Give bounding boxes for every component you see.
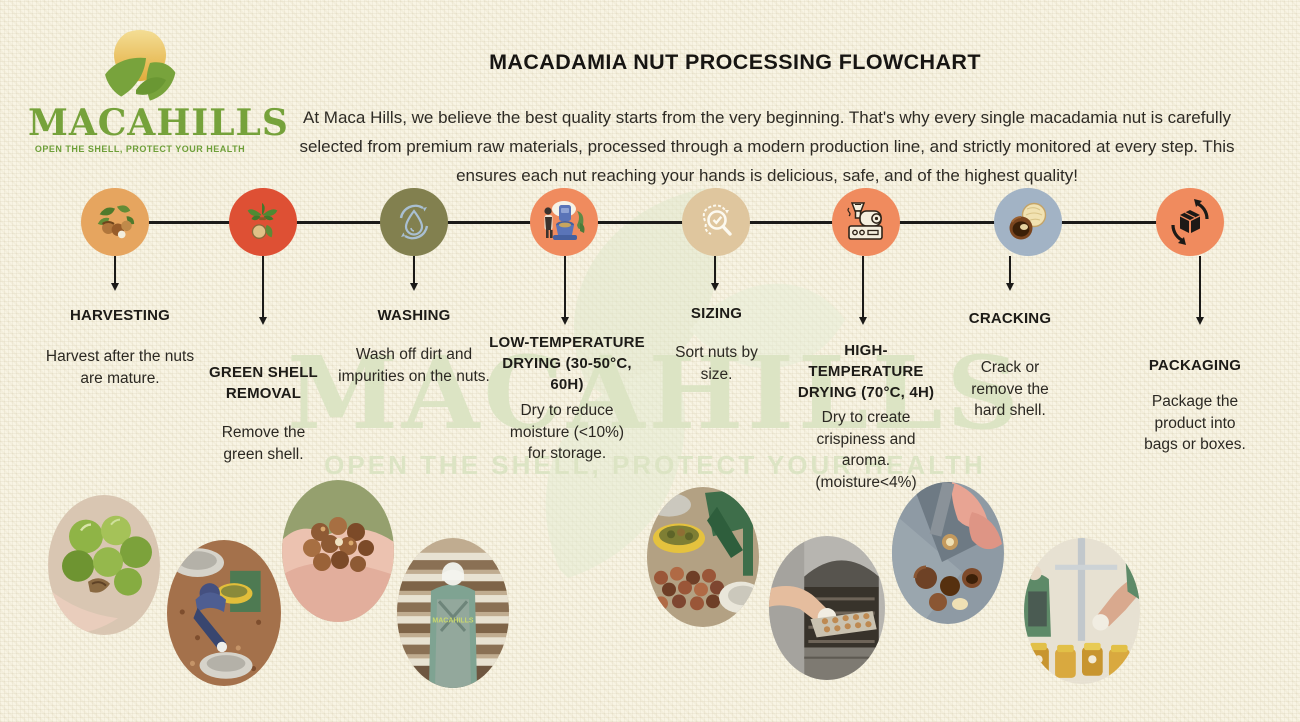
flow-arrow [1005,256,1014,291]
intro-paragraph: At Maca Hills, we believe the best quali… [299,108,1235,185]
box-cycle-icon [1156,188,1224,256]
step-washing: WASHING Wash off dirt and impurities on … [334,305,494,387]
photo-washing [282,480,394,622]
step-green-shell-removal: GREEN SHELL REMOVAL Remove the green she… [186,362,341,465]
photo-low-temperature-drying: MACAHILLS [397,538,509,688]
step-title: LOW-TEMPERATURE DRYING (30-50°C, 60H) [489,334,645,393]
photo-packaging [1024,538,1140,684]
magnifier-check-icon [682,188,750,256]
page-title: MACADAMIA NUT PROCESSING FLOWCHART [489,50,981,75]
photo-high-temperature-drying [769,536,885,680]
photo-cracking [892,482,1004,624]
flow-arrow [1195,256,1204,325]
brand-name: MACAHILLS [28,102,289,144]
cracked-nut-icon [994,188,1062,256]
flow-arrow [858,256,867,325]
step-description: Sort nuts by size. [675,344,758,383]
step-title: HARVESTING [69,307,171,324]
step-sizing: SIZING Sort nuts by size. [644,303,789,385]
photo-sizing [647,487,759,627]
step-description: Wash off dirt and impurities on the nuts… [338,346,490,385]
step-description: Crack or remove the hard shell. [971,359,1049,419]
drying-machine-icon [530,188,598,256]
flow-arrow [560,256,569,325]
water-drop-cycle-icon [380,188,448,256]
brand-tagline: OPEN THE SHELL, PROTECT YOUR HEALTH [34,144,246,154]
svg-text:MACAHILLS: MACAHILLS [432,615,473,624]
step-description: Package the product into bags or boxes. [1144,393,1246,453]
step-title: GREEN SHELL REMOVAL [209,364,318,402]
step-title: HIGH- TEMPERATURE DRYING (70°C, 4H) [797,342,935,401]
roaster-machine-icon [832,188,900,256]
nuts-and-leaves-icon [81,188,149,256]
step-description: Harvest after the nuts are mature. [45,348,195,387]
step-title: WASHING [377,307,451,324]
flow-arrow [258,256,267,325]
flow-arrow [710,256,719,291]
step-title: PACKAGING [1148,357,1242,374]
photo-harvesting [48,495,160,635]
step-description: Dry to create crispiness and aroma. (moi… [815,409,917,491]
step-harvesting: HARVESTING Harvest after the nuts are ma… [40,305,200,389]
step-description: Remove the green shell. [221,424,306,463]
step-title: SIZING [690,305,743,322]
step-high-temperature-drying: HIGH- TEMPERATURE DRYING (70°C, 4H) Dry … [782,340,950,493]
brand-logo: MACAHILLS OPEN THE SHELL, PROTECT YOUR H… [28,28,289,154]
step-low-temperature-drying: LOW-TEMPERATURE DRYING (30-50°C, 60H) Dr… [478,332,656,465]
step-title: CRACKING [968,310,1052,327]
brand-logo-mark [104,30,176,102]
flow-arrow [110,256,119,291]
leaf-and-nut-icon [229,188,297,256]
flow-arrow [409,256,418,291]
photo-green-shell-removal [167,540,281,686]
step-cracking: CRACKING Crack or remove the hard shell. [934,308,1086,422]
step-description: Dry to reduce moisture (<10%) for storag… [509,402,625,462]
step-packaging: PACKAGING Package the product into bags … [1120,355,1270,456]
